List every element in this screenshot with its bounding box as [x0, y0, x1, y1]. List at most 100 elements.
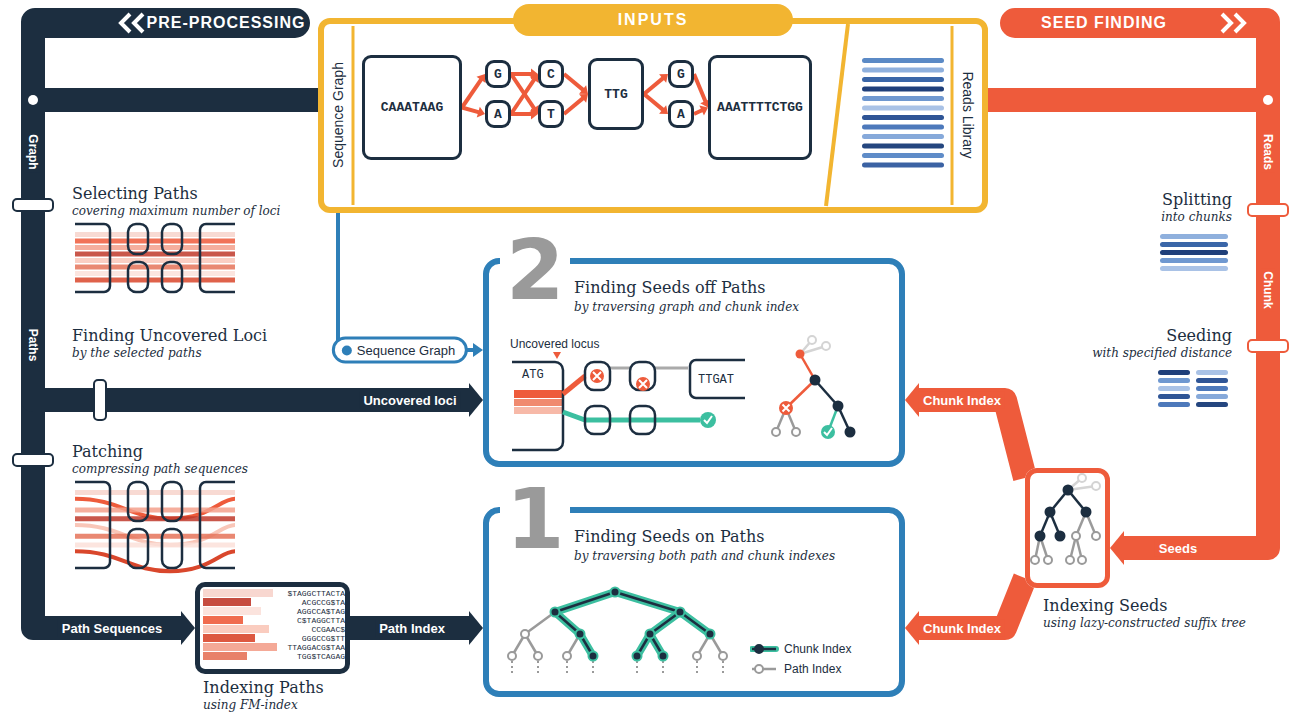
- sequence-label: TTGAT: [698, 373, 734, 387]
- sequence-node: G: [668, 60, 694, 88]
- node-label: A: [677, 107, 685, 122]
- figure-stroke: [75, 534, 235, 539]
- figure-stroke: [1160, 234, 1228, 239]
- figure-stroke: [752, 646, 776, 652]
- connector: [511, 109, 538, 120]
- figure-stroke: [1196, 402, 1228, 407]
- figure-stroke: [534, 652, 542, 660]
- connector: [564, 74, 588, 94]
- figure-stroke: [824, 428, 832, 435]
- figure-stroke: [1046, 508, 1055, 517]
- connector-line: [564, 98, 583, 114]
- connector: [511, 74, 539, 114]
- figure-stroke: [1044, 556, 1052, 564]
- figure-stroke: [75, 224, 110, 292]
- figure-stroke: [676, 608, 685, 617]
- connector: [33, 100, 483, 417]
- figure-stroke: [75, 252, 235, 257]
- figure-stroke: [162, 224, 182, 254]
- step-subtitle: by the selected paths: [72, 346, 202, 360]
- step-subtitle: covering maximum number of loci: [72, 204, 280, 218]
- figure-stroke: [1196, 386, 1228, 391]
- figure-stroke: [1066, 556, 1074, 564]
- figure-stroke: [576, 630, 585, 639]
- figure-stroke: [772, 428, 780, 436]
- figure-stroke: [811, 376, 820, 385]
- sequence-node: TTG: [588, 58, 644, 130]
- sequence-node: A: [485, 100, 511, 128]
- index-box: Indexing Seedsusing lazy-constructed suf…: [1025, 468, 1110, 588]
- index-subtitle: using lazy-constructed suffix tree: [1043, 616, 1246, 630]
- figure-stroke: [650, 612, 680, 634]
- arrow-head: [473, 343, 483, 357]
- section-title: PRE-PROCESSING: [147, 14, 306, 32]
- section-tab: SEED FINDING: [1000, 8, 1280, 38]
- figure-stroke: [521, 630, 529, 638]
- panel-label: Sequence Graph: [330, 62, 346, 168]
- figure-stroke: [200, 482, 235, 568]
- figure-stroke: [862, 115, 944, 120]
- patching-figure: [75, 482, 235, 571]
- section-title: INPUTS: [513, 4, 793, 36]
- figure-stroke: [75, 258, 235, 263]
- figure-stroke: [1072, 532, 1080, 540]
- arrow-head: [905, 611, 919, 645]
- fm-index-row: TGG$TCAGAG: [297, 652, 345, 661]
- edge-label: Path Index: [375, 620, 449, 637]
- figure-stroke: [75, 490, 235, 495]
- figure-stroke: [128, 224, 148, 254]
- node-label: CAAATAAG: [381, 100, 443, 115]
- step-subtitle: with specified distance: [1092, 346, 1232, 360]
- figure-stroke: [706, 630, 715, 639]
- figure-stroke: [862, 68, 944, 73]
- figure-stroke: [203, 607, 261, 615]
- legend-row: Path Index: [750, 662, 841, 676]
- node-label: T: [547, 107, 555, 122]
- figure-stroke: [1160, 242, 1228, 247]
- figure-stroke: [537, 661, 539, 676]
- figure-stroke: [862, 163, 944, 168]
- fm-index-row: AGGCCA$TAG: [297, 607, 345, 616]
- figure-stroke: [1160, 266, 1228, 271]
- node-label: C: [547, 67, 555, 82]
- figure-stroke: [203, 616, 243, 624]
- figure-stroke: [680, 612, 710, 634]
- step-heading: Finding Seeds on Paths: [574, 527, 765, 546]
- connector: [511, 74, 539, 114]
- figure-stroke: [1082, 508, 1091, 517]
- step-heading: Selecting Paths: [72, 184, 198, 203]
- connector-line: [511, 74, 535, 109]
- figure-stroke: [203, 625, 269, 633]
- figure-stroke: [1160, 258, 1228, 263]
- figure-stroke: [1196, 394, 1228, 399]
- callout-label: Uncovered locus: [510, 337, 599, 351]
- figure-stroke: [862, 125, 944, 130]
- figure-stroke: [203, 643, 277, 651]
- figure-stroke: [75, 525, 235, 545]
- figure-stroke: [659, 652, 668, 661]
- off-path-figure: [512, 352, 745, 450]
- section-title: SEED FINDING: [1041, 14, 1167, 32]
- figure-stroke: [162, 529, 182, 568]
- figure-stroke: [128, 529, 148, 568]
- inputs-panel: INPUTSSequence GraphReads LibraryCAAATAA…: [318, 18, 988, 213]
- band-label: Chunk: [1261, 268, 1275, 311]
- figure-stroke: [862, 144, 944, 149]
- figure-stroke: [203, 589, 273, 597]
- arrow-head: [905, 383, 919, 417]
- figure-stroke: [650, 612, 680, 634]
- figure-stroke: [862, 106, 944, 111]
- figure-stroke: [633, 652, 642, 661]
- path-selection-figure: [75, 224, 235, 292]
- step-heading: Patching: [72, 442, 143, 461]
- figure-stroke: [162, 262, 182, 292]
- figure-stroke: [755, 665, 763, 673]
- figure-stroke: [555, 592, 615, 612]
- fm-index-figure: [203, 589, 277, 660]
- sequence-node: CAAATAAG: [362, 55, 462, 160]
- suffix-tree-figures: [508, 336, 1100, 676]
- figure-stroke: [783, 405, 790, 412]
- step-heading: Splitting: [1162, 190, 1232, 209]
- step-subtitle: compressing path sequences: [72, 462, 248, 476]
